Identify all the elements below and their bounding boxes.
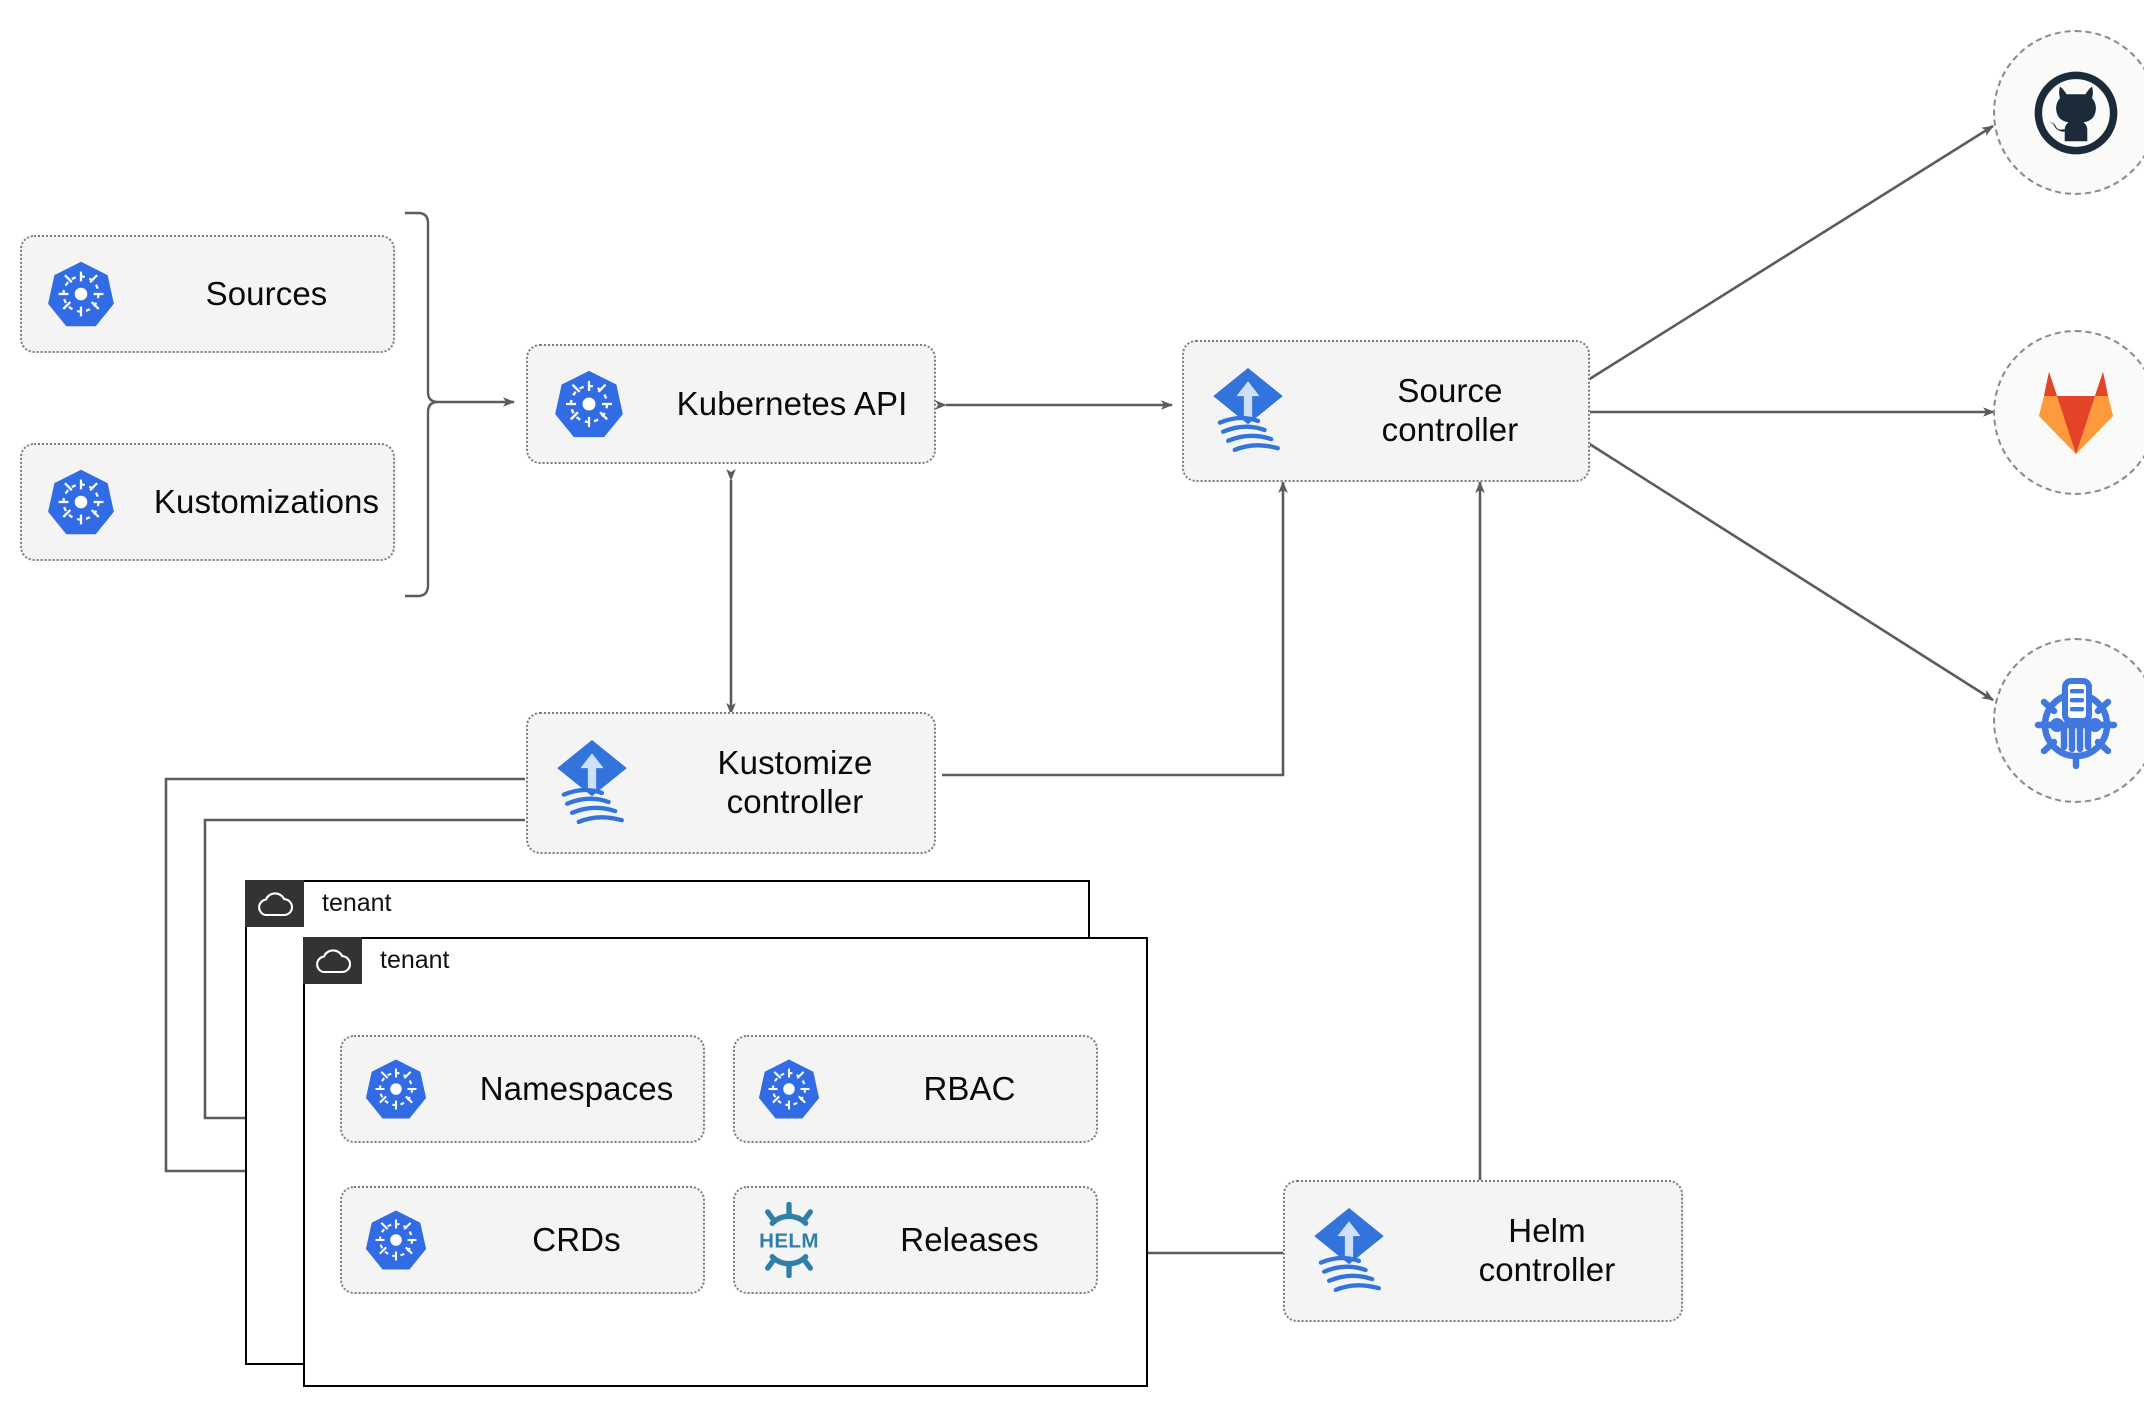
- node-source-controller-label: Source controller: [1381, 372, 1519, 448]
- endpoint-github[interactable]: [1993, 30, 2144, 195]
- endpoint-gitlab[interactable]: [1993, 330, 2144, 495]
- endpoint-helm-repository[interactable]: [1993, 638, 2144, 803]
- cloud-icon: [303, 937, 362, 984]
- flux-icon: [528, 735, 656, 831]
- tenant-outer-label: tenant: [322, 889, 392, 917]
- kubernetes-icon: [342, 1208, 450, 1272]
- tenant-inner-label: tenant: [380, 946, 450, 974]
- node-sources[interactable]: Sources: [20, 235, 395, 353]
- kubernetes-icon: [22, 467, 140, 537]
- node-source-controller[interactable]: Source controller: [1182, 340, 1590, 482]
- node-sources-label: Sources: [205, 274, 328, 312]
- tenant-outer-header: tenant: [245, 880, 392, 927]
- node-kustomizations-label: Kustomizations: [153, 482, 380, 520]
- node-kustomize-controller[interactable]: Kustomize controller: [526, 712, 936, 854]
- gitlab-icon: [2038, 371, 2113, 454]
- flux-icon: [1285, 1203, 1413, 1299]
- node-kubernetes-api[interactable]: Kubernetes API: [526, 344, 936, 464]
- flux-icon: [1184, 363, 1312, 459]
- node-namespaces[interactable]: Namespaces: [340, 1035, 705, 1143]
- tenant-inner-header: tenant: [303, 937, 450, 984]
- node-helm-controller[interactable]: Helm controller: [1283, 1180, 1683, 1322]
- svg-text:HELM: HELM: [759, 1230, 819, 1253]
- cloud-icon: [245, 880, 304, 927]
- node-kustomize-controller-label: Kustomize controller: [717, 744, 873, 820]
- node-rbac[interactable]: RBAC: [733, 1035, 1098, 1143]
- node-crds[interactable]: CRDs: [340, 1186, 705, 1294]
- kubernetes-icon: [528, 368, 650, 440]
- node-crds-label: CRDs: [532, 1220, 621, 1258]
- helm-icon: HELM: [735, 1202, 843, 1278]
- node-kustomizations[interactable]: Kustomizations: [20, 443, 395, 561]
- tenant-inner-container: tenant: [303, 937, 1148, 1387]
- node-kubernetes-api-label: Kubernetes API: [676, 384, 908, 422]
- node-rbac-label: RBAC: [923, 1069, 1016, 1107]
- kubernetes-icon: [342, 1057, 450, 1121]
- kubernetes-icon: [735, 1057, 843, 1121]
- node-releases-label: Releases: [900, 1220, 1039, 1258]
- helm-repository-icon: [2034, 677, 2117, 769]
- kubernetes-icon: [22, 259, 140, 329]
- node-namespaces-label: Namespaces: [479, 1069, 674, 1107]
- node-releases[interactable]: HELM Releases: [733, 1186, 1098, 1294]
- github-icon: [2034, 71, 2117, 154]
- node-helm-controller-label: Helm controller: [1478, 1212, 1616, 1288]
